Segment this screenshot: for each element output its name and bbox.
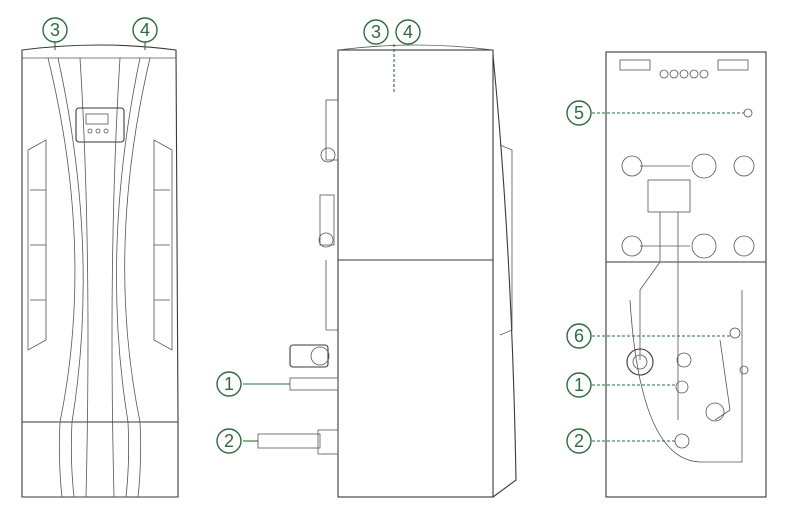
callout-label: 3 xyxy=(371,22,381,42)
callout-label: 6 xyxy=(574,326,584,346)
callout-label: 2 xyxy=(574,431,584,451)
callout-front-3: 3 xyxy=(42,17,68,43)
callout-side-3: 3 xyxy=(363,19,389,45)
callout-label: 1 xyxy=(224,374,234,394)
callout-label: 2 xyxy=(224,431,234,451)
callout-label: 5 xyxy=(574,103,584,123)
callout-label: 1 xyxy=(574,375,584,395)
callout-side-1: 1 xyxy=(216,371,242,397)
callout-label: 4 xyxy=(140,20,150,40)
callout-back-6: 6 xyxy=(566,323,592,349)
callout-side-4: 4 xyxy=(395,19,421,45)
callout-label: 3 xyxy=(50,20,60,40)
callout-back-1: 1 xyxy=(566,372,592,398)
callout-label: 4 xyxy=(403,22,413,42)
callout-side-2: 2 xyxy=(216,428,242,454)
side-view xyxy=(243,44,517,498)
callout-front-4: 4 xyxy=(132,17,158,43)
callout-back-5: 5 xyxy=(566,100,592,126)
back-view xyxy=(592,51,767,498)
callout-back-2: 2 xyxy=(566,428,592,454)
front-view xyxy=(21,42,179,498)
